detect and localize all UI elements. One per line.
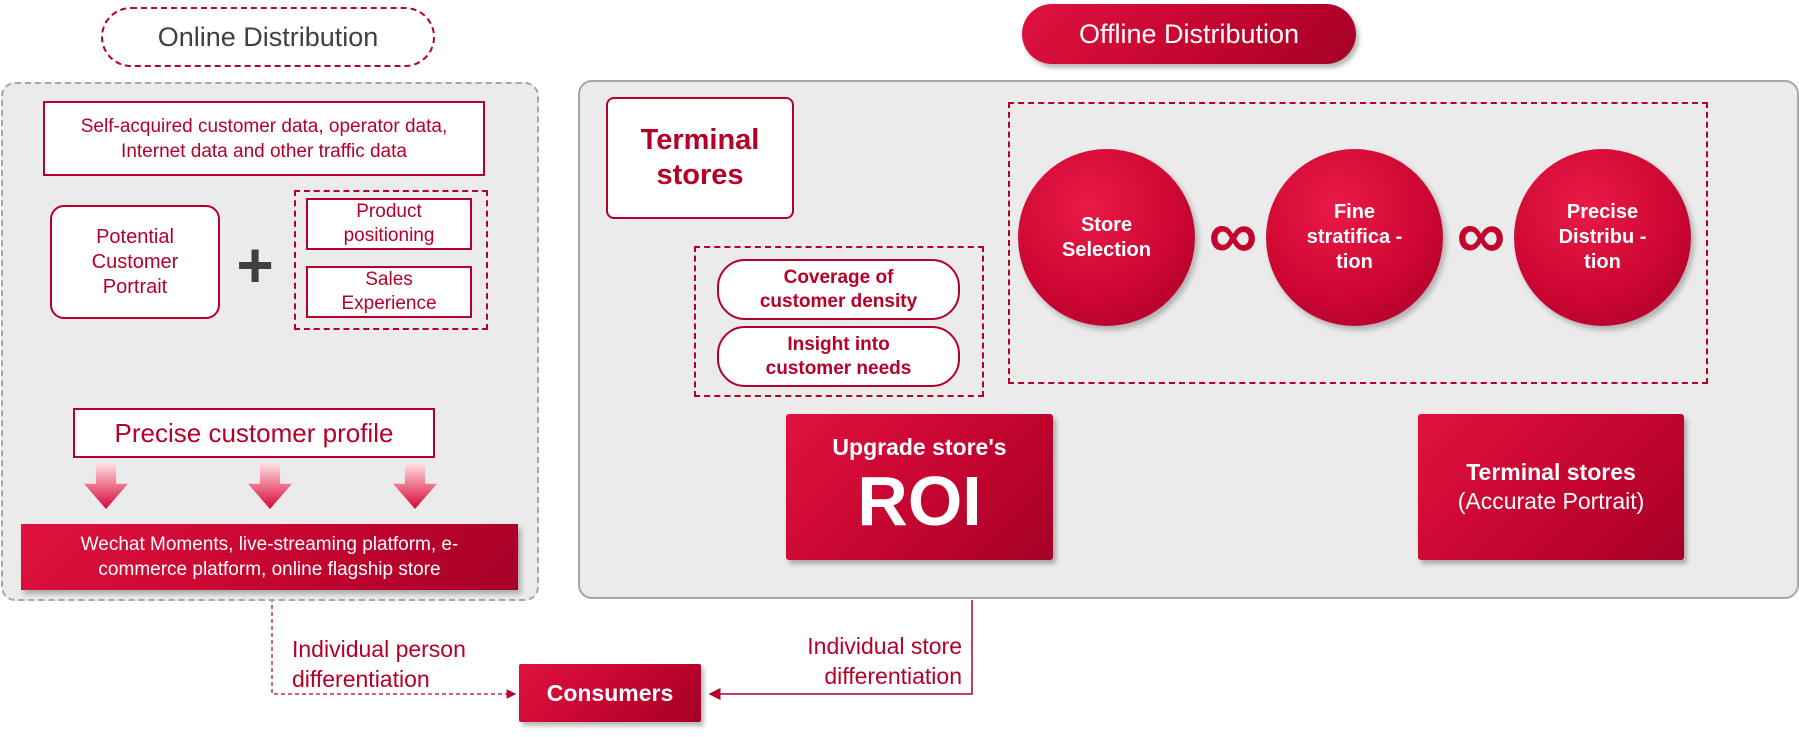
infinity-link-glyph: ∞ — [1456, 197, 1506, 273]
product-positioning-box: Product positioning — [306, 198, 472, 250]
online-header: Online Distribution — [101, 7, 435, 67]
plus-sign: + — [228, 229, 282, 301]
terminal-stores-box: Terminal stores — [606, 97, 794, 219]
sales-experience-text: Sales Experience — [341, 269, 437, 314]
online-channels-box: Wechat Moments, live-streaming platform,… — [21, 524, 518, 590]
person-differentiation-text: Individual person differentiation — [292, 636, 466, 692]
product-positioning-text: Product positioning — [343, 201, 435, 246]
terminal-accurate-subtitle: (Accurate Portrait) — [1457, 488, 1645, 514]
upgrade-roi-box: Upgrade store's ROI — [786, 414, 1053, 560]
coverage-text: Coverage of customer density — [759, 266, 918, 312]
online-header-label: Online Distribution — [157, 21, 379, 52]
potential-portrait-box: Potential Customer Portrait — [50, 205, 220, 319]
terminal-stores-accurate-box: Terminal stores (Accurate Portrait) — [1418, 414, 1684, 560]
terminal-stores-text: Terminal stores — [640, 124, 760, 191]
precise-distribution-label: Precise Distribu -tion — [1558, 201, 1647, 273]
infinity-link-glyph: ∞ — [1208, 197, 1258, 273]
infinity-link-icon: ∞ — [1448, 197, 1514, 273]
consumers-text: Consumers — [546, 679, 674, 706]
terminal-accurate-title: Terminal stores — [1466, 459, 1636, 485]
offline-to-consumers-connector — [708, 600, 973, 700]
fine-stratification-label: Fine stratifica -tion — [1306, 201, 1403, 273]
infinity-link-icon: ∞ — [1200, 197, 1266, 273]
store-process-group — [1008, 102, 1708, 384]
product-group — [294, 190, 488, 330]
data-sources-text: Self-acquired customer data, operator da… — [80, 115, 448, 162]
store-differentiation-text: Individual store differentiation — [807, 633, 962, 689]
plus-sign-glyph: + — [236, 229, 274, 301]
online-to-consumers-connector — [271, 598, 517, 699]
precise-profile-box: Precise customer profile — [73, 408, 435, 458]
fine-stratification-step: Fine stratifica -tion — [1266, 149, 1443, 326]
store-selection-step: Store Selection — [1018, 149, 1195, 326]
online-channels-text: Wechat Moments, live-streaming platform,… — [80, 534, 459, 580]
precise-profile-text: Precise customer profile — [114, 417, 394, 448]
offline-header-label: Offline Distribution — [1078, 18, 1300, 49]
potential-portrait-text: Potential Customer Portrait — [91, 225, 179, 298]
data-sources-box: Self-acquired customer data, operator da… — [43, 101, 485, 176]
upgrade-roi-title: Upgrade store's — [832, 434, 1007, 460]
offline-header: Offline Distribution — [1022, 4, 1356, 64]
insight-pill: Insight into customer needs — [717, 326, 960, 387]
store-differentiation-label: Individual store differentiation — [762, 631, 962, 691]
upgrade-roi-value: ROI — [857, 462, 982, 540]
store-selection-label: Store Selection — [1062, 213, 1151, 261]
insight-text: Insight into customer needs — [765, 333, 912, 379]
person-differentiation-label: Individual person differentiation — [292, 634, 492, 694]
sales-experience-box: Sales Experience — [306, 266, 472, 318]
consumers-box: Consumers — [519, 664, 701, 722]
coverage-pill: Coverage of customer density — [717, 259, 960, 320]
precise-distribution-step: Precise Distribu -tion — [1514, 149, 1691, 326]
